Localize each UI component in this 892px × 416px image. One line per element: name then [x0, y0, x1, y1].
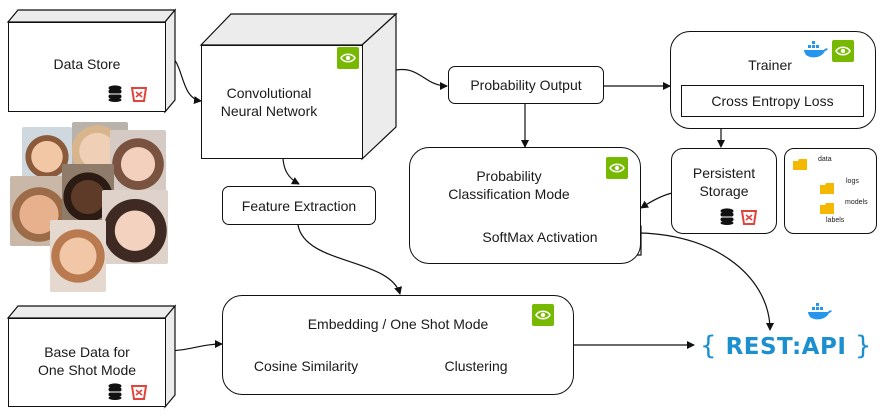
prob-classification-label: Probability Classification Mode — [448, 168, 570, 202]
database-icon — [108, 383, 122, 405]
edge-cnn-feature — [282, 158, 300, 185]
nvidia-logo-icon — [337, 47, 359, 69]
cnn-box[interactable] — [201, 45, 363, 159]
bucket-icon — [130, 85, 148, 107]
feature-extraction-label: Feature Extraction — [241, 198, 357, 214]
edge-cnn-probout — [395, 68, 448, 90]
face-image — [110, 130, 166, 192]
database-icon — [108, 85, 122, 107]
folder-label-data: data — [818, 156, 832, 163]
data-store-label: Data Store — [53, 56, 121, 72]
cross-entropy-box[interactable] — [681, 85, 864, 117]
bucket-icon — [130, 383, 148, 405]
basedata-3d-top — [6, 305, 177, 319]
cosine-similarity-label[interactable]: Cosine Similarity — [253, 358, 359, 374]
folder-icon — [820, 181, 834, 199]
rest-api-text: REST:API — [725, 334, 847, 360]
docker-whale-icon — [803, 40, 829, 65]
prob-classification-box[interactable] — [409, 147, 641, 264]
nvidia-logo-icon — [532, 304, 554, 326]
trainer-label: Trainer — [748, 57, 792, 73]
datastore-3d-top — [6, 9, 177, 23]
rest-api-open-brace: { — [700, 331, 718, 361]
folder-icon — [793, 157, 807, 175]
cnn-label: Convolutional Neural Network — [220, 85, 318, 119]
nvidia-logo-icon — [606, 157, 628, 179]
folder-label-labels: labels — [826, 217, 845, 224]
folder-icon — [820, 201, 834, 219]
face-image — [50, 220, 106, 292]
rest-api-close-brace: } — [854, 331, 872, 361]
docker-whale-icon — [807, 302, 833, 327]
face-image — [102, 190, 168, 264]
feature-extraction-box[interactable] — [222, 186, 376, 225]
cross-entropy-label: Cross Entropy Loss — [711, 93, 834, 109]
database-icon — [720, 208, 734, 230]
edge-softmax-rest — [639, 232, 774, 331]
bucket-icon — [740, 208, 758, 230]
probability-output-label: Probability Output — [470, 77, 582, 93]
folder-label-models: models — [845, 199, 868, 206]
base-data-label: Base Data for One Shot Mode — [37, 344, 137, 378]
probability-output-box[interactable] — [448, 66, 604, 104]
datastore-3d-side — [164, 8, 176, 114]
nvidia-logo-icon — [832, 40, 854, 62]
folder-label-logs: logs — [846, 178, 859, 185]
basedata-3d-side — [164, 304, 176, 409]
edge-storage-probclass — [640, 192, 673, 209]
clustering-label[interactable]: Clustering — [444, 358, 508, 374]
edge-feature-embedding — [297, 224, 402, 295]
embedding-box[interactable] — [222, 295, 574, 395]
face-images-collage — [10, 120, 170, 295]
rest-api-logo: { REST:API } — [700, 331, 872, 361]
embedding-label: Embedding / One Shot Mode — [307, 316, 489, 332]
softmax-label[interactable]: SoftMax Activation — [482, 229, 598, 245]
persistent-storage-label: Persistent Storage — [692, 165, 756, 199]
